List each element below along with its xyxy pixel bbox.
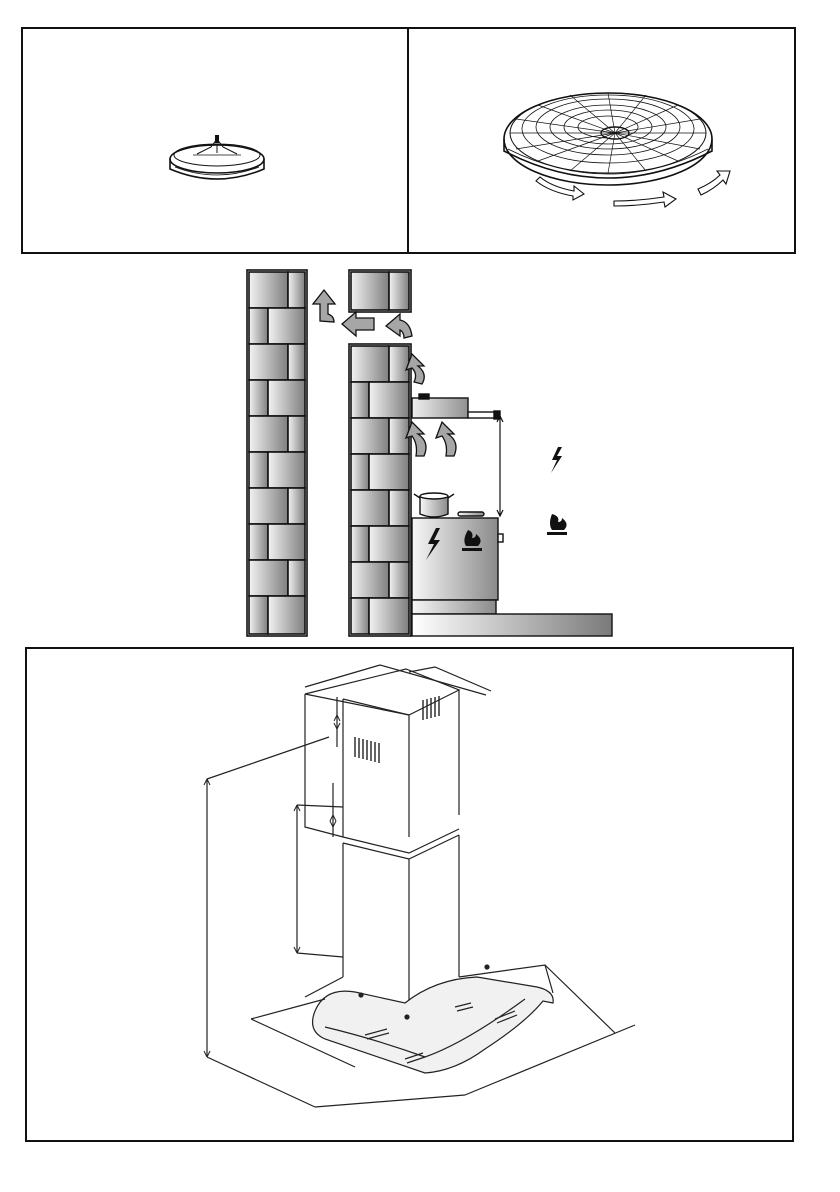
countertop [412,614,612,636]
top-panels-svg [21,27,797,255]
arrow-up-icon [313,290,335,322]
chimney-hood-drawing [204,665,635,1107]
cooktop [412,493,503,614]
arrow-left-icon [342,312,374,336]
dimension-drawing [25,647,795,1143]
installation-scene [240,266,620,642]
filter-ring-icon [170,135,264,179]
installation-scene-svg [240,266,620,642]
top-panels [21,27,797,255]
arrow-up-icon [436,422,456,456]
legend-electric-icon [551,447,562,473]
left-wall [247,270,307,636]
rotation-arrow-icon [614,192,676,207]
dimension-drawing-svg [25,647,795,1143]
filter-mesh-icon [504,93,730,207]
height-dimension [497,416,503,516]
rotation-arrow-icon [698,171,730,195]
range-hood [412,394,500,419]
right-wall-top [349,270,411,312]
right-wall [349,344,411,636]
arrow-curve-icon [386,314,412,338]
legend-gas-icon [547,514,567,535]
